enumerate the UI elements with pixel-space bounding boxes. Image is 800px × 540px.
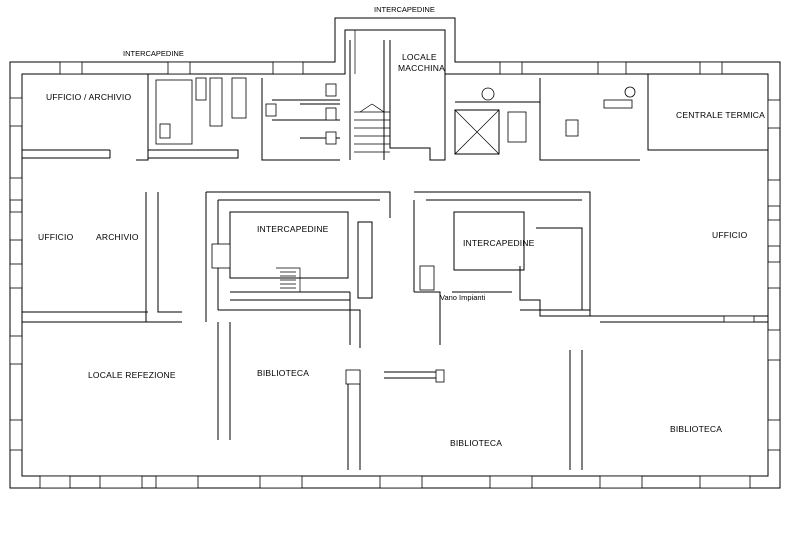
label-intercapedine-top: INTERCAPEDINE xyxy=(374,5,435,14)
label-locale-refezione: LOCALE REFEZIONE xyxy=(88,370,176,380)
label-biblioteca-1: BIBLIOTECA xyxy=(257,368,309,378)
label-biblioteca-2: BIBLIOTECA xyxy=(450,438,502,448)
label-intercapedine-center-right: INTERCAPEDINE xyxy=(463,238,535,248)
label-ufficio-right: UFFICIO xyxy=(712,230,748,240)
top-service-rooms xyxy=(22,40,768,161)
label-intercapedine-center-left: INTERCAPEDINE xyxy=(257,224,329,234)
label-vano-impianti: Vano Impianti xyxy=(440,293,486,302)
label-ufficio-archivio-top: UFFICIO / ARCHIVIO xyxy=(46,92,131,102)
label-biblioteca-3: BIBLIOTECA xyxy=(670,424,722,434)
room-labels: INTERCAPEDINE INTERCAPEDINE UFFICIO / AR… xyxy=(38,5,765,448)
label-ufficio-left: UFFICIO xyxy=(38,232,74,242)
stair-treads xyxy=(354,103,390,153)
label-archivio-left: ARCHIVIO xyxy=(96,232,139,242)
label-locale-macchina-line1: LOCALE xyxy=(402,52,437,62)
label-centrale-termica: CENTRALE TERMICA xyxy=(676,110,765,120)
label-locale-macchina-line2: MACCHINA xyxy=(398,63,445,73)
outer-walls xyxy=(9,17,781,489)
middle-walls xyxy=(22,191,768,470)
windows xyxy=(9,61,781,489)
label-intercapedine-upper-left: INTERCAPEDINE xyxy=(123,49,184,58)
